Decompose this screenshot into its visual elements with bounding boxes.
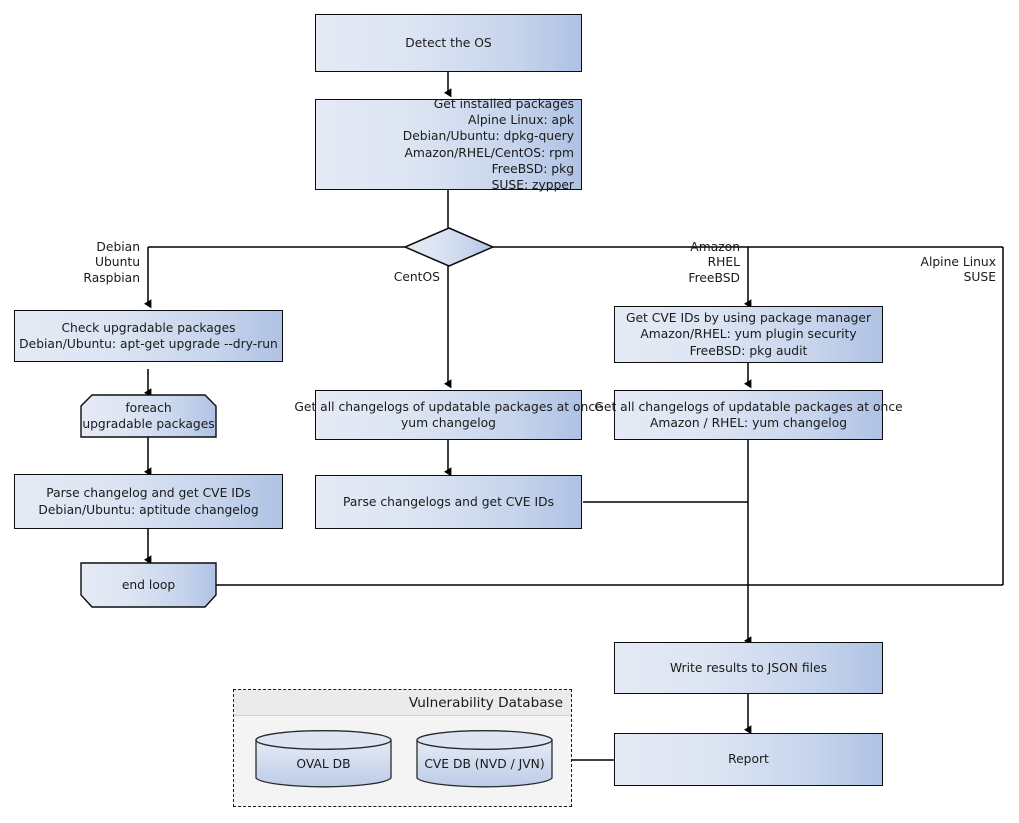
branch-debian-0: Debian — [96, 240, 140, 254]
db-cylinder-cve[interactable]: CVE DB (NVD / JVN) — [416, 730, 553, 788]
node-foreach-loop-label: foreach upgradable packages — [80, 400, 217, 432]
database-icon — [416, 730, 553, 788]
chk-line-0: Check upgradable packages — [61, 320, 236, 335]
node-get-installed-packages[interactable]: Get installed packages Alpine Linux: apk… — [315, 96, 582, 193]
foreach-line-0: foreach — [125, 400, 172, 415]
node-parse-changelogs-centos-label: Parse changelogs and get CVE IDs — [343, 494, 554, 509]
ca-line-1: Amazon / RHEL: yum changelog — [649, 416, 848, 430]
pkg-line-5: SUSE: zypper — [491, 177, 574, 192]
pcd-line-1: Debian/Ubuntu: aptitude changelog — [38, 502, 259, 517]
node-parse-changelogs-centos[interactable]: Parse changelogs and get CVE IDs — [315, 475, 582, 529]
node-get-cve-ids-pkgmgr[interactable]: Get CVE IDs by using package manager Ama… — [614, 306, 883, 363]
node-write-json-label: Write results to JSON files — [669, 660, 828, 675]
branch-centos-0: CentOS — [393, 270, 440, 284]
node-write-json[interactable]: Write results to JSON files — [614, 642, 883, 694]
branch-label-amazon: Amazon RHEL FreeBSD — [660, 240, 740, 286]
loop-end-shape — [80, 562, 217, 608]
node-check-upgradable-label: Check upgradable packages Debian/Ubuntu:… — [15, 320, 282, 352]
node-foreach-loop[interactable]: foreach upgradable packages — [80, 394, 217, 438]
node-report-label: Report — [728, 752, 769, 767]
pkg-line-4: FreeBSD: pkg — [491, 161, 574, 176]
node-changelogs-amazon-label: Get all changelogs of updatable packages… — [594, 399, 902, 431]
branch-label-alpine: Alpine Linux SUSE — [893, 255, 996, 286]
vulnerability-database-group: Vulnerability Database OVAL DB — [233, 689, 572, 807]
db-cylinder-cve-label: CVE DB (NVD / JVN) — [424, 757, 545, 771]
db-cylinder-oval-label: OVAL DB — [296, 757, 351, 771]
node-report[interactable]: Report — [614, 733, 883, 786]
node-changelogs-centos-label: Get all changelogs of updatable packages… — [294, 399, 602, 431]
loop-start-shape — [80, 394, 217, 438]
gci-line-1: Amazon/RHEL: yum plugin security — [640, 327, 857, 342]
node-check-upgradable[interactable]: Check upgradable packages Debian/Ubuntu:… — [14, 310, 283, 362]
node-end-loop-label: end loop — [121, 577, 176, 592]
branch-amazon-0: Amazon — [690, 240, 740, 254]
pkg-line-0: Get installed packages — [433, 96, 574, 111]
node-detect-os-label: Detect the OS — [405, 35, 492, 50]
node-parse-changelog-debian-label: Parse changelog and get CVE IDs Debian/U… — [15, 485, 282, 517]
cc-line-0: Get all changelogs of updatable packages… — [294, 399, 603, 414]
node-detect-os[interactable]: Detect the OS — [315, 14, 582, 72]
diamond-shape — [404, 227, 494, 267]
branch-label-debian: Debian Ubuntu Raspbian — [60, 240, 140, 286]
pkg-line-3: Amazon/RHEL/CentOS: rpm — [404, 145, 574, 160]
branch-alpine-1: SUSE — [963, 270, 996, 285]
db-cylinder-oval[interactable]: OVAL DB — [255, 730, 392, 788]
ca-line-0: Get all changelogs of updatable packages… — [594, 399, 903, 414]
cc-line-1: yum changelog — [401, 416, 496, 430]
pkg-line-1: Alpine Linux: apk — [468, 113, 574, 128]
branch-debian-2: Raspbian — [83, 270, 140, 285]
node-get-cve-ids-pkgmgr-label: Get CVE IDs by using package manager Ama… — [615, 310, 882, 359]
node-decision-diamond[interactable] — [404, 227, 494, 267]
foreach-line-1: upgradable packages — [82, 417, 215, 431]
vulnerability-database-title: Vulnerability Database — [234, 690, 571, 716]
node-get-installed-packages-label: Get installed packages Alpine Linux: apk… — [316, 96, 581, 193]
gci-line-0: Get CVE IDs by using package manager — [625, 311, 872, 326]
database-icon — [255, 730, 392, 788]
node-changelogs-amazon[interactable]: Get all changelogs of updatable packages… — [594, 390, 903, 440]
branch-alpine-0: Alpine Linux — [920, 255, 996, 269]
node-end-loop[interactable]: end loop — [80, 562, 217, 608]
gci-line-2: FreeBSD: pkg audit — [689, 343, 808, 358]
branch-amazon-1: RHEL — [707, 255, 740, 270]
node-parse-changelog-debian[interactable]: Parse changelog and get CVE IDs Debian/U… — [14, 474, 283, 529]
branch-amazon-2: FreeBSD — [688, 270, 740, 285]
chk-line-1: Debian/Ubuntu: apt-get upgrade --dry-run — [19, 337, 278, 351]
pcd-line-0: Parse changelog and get CVE IDs — [46, 486, 251, 501]
pkg-line-2: Debian/Ubuntu: dpkg-query — [402, 129, 574, 144]
node-changelogs-centos[interactable]: Get all changelogs of updatable packages… — [294, 390, 603, 440]
branch-debian-1: Ubuntu — [94, 255, 140, 270]
branch-label-centos: CentOS — [350, 270, 440, 285]
